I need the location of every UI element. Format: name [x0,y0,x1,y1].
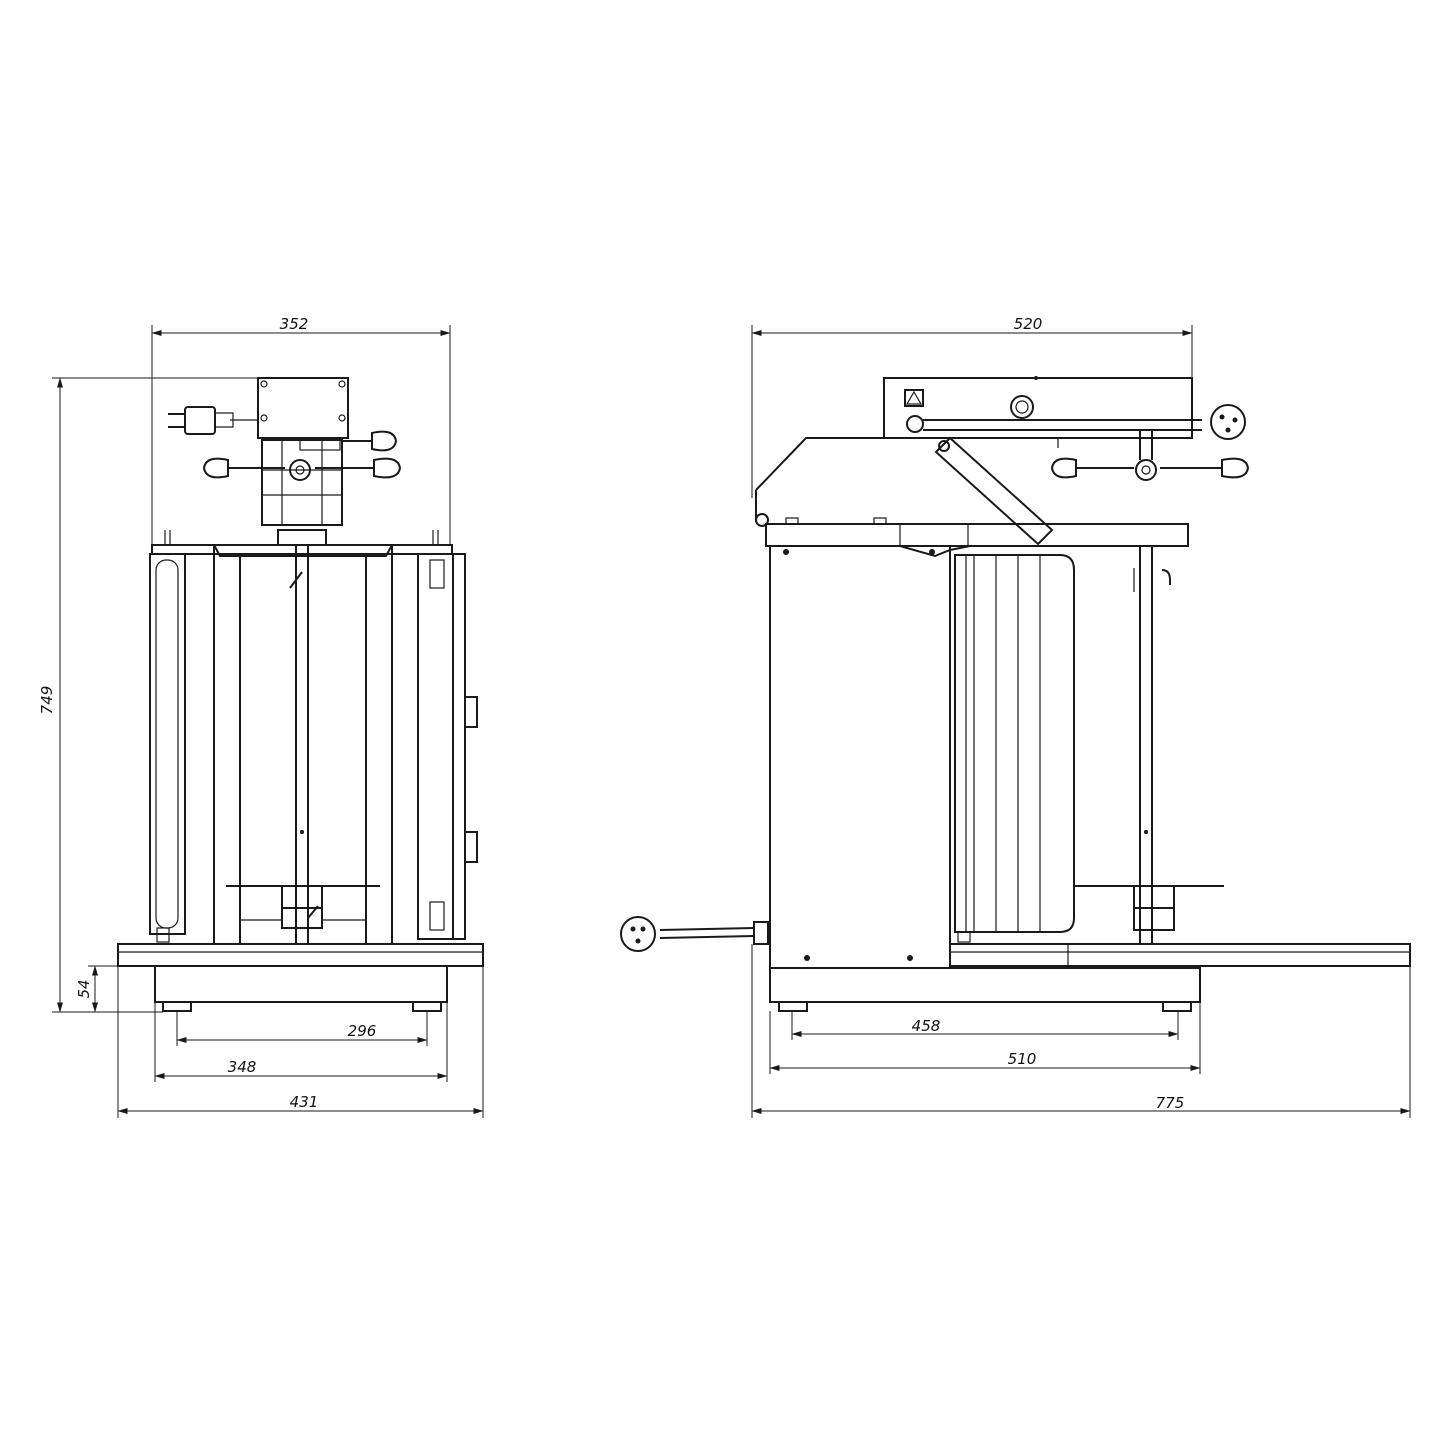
warning-sign-icon [904,389,924,407]
dimension-label: 431 [290,1093,319,1111]
plug-icon [168,406,258,435]
foot [162,1001,192,1012]
dimension-foot-height: 54 [75,965,155,1013]
base-tray [949,943,1411,967]
dimension-label: 296 [348,1022,377,1040]
heater-panel-left [149,553,186,943]
motor-housing-side [883,376,1202,439]
knob-icon [342,430,398,452]
dimension-height: 749 [38,377,258,1013]
plinth [769,967,1201,1003]
heater-panel-right [417,553,478,940]
motor-housing [257,377,349,451]
inner-frame [212,544,394,944]
top-plate [151,544,453,555]
knob-icon [1050,457,1134,479]
control-knob [464,696,478,728]
knob-icon [1160,457,1250,479]
dimension-overall-width: 431 [117,966,484,1118]
cabinet [769,545,971,969]
dimension-foot-spacing: 458 [791,1011,1179,1040]
spit-coupling-center [295,465,305,475]
dimension-label: 54 [75,979,93,998]
knob-icon [315,457,402,479]
spit-coupling [1135,459,1157,481]
dimension-overall-width: 775 [751,944,1411,1118]
hood [755,430,1140,527]
top-shelf [765,523,1189,547]
bottom-clamp [240,885,366,929]
dimension-label: 520 [1014,315,1043,333]
spit-rod-side [1133,546,1171,944]
drive-block [261,439,343,526]
switch-icon [906,415,924,433]
dimension-top-width: 352 [151,315,451,545]
support-arm [934,436,1054,546]
control-knob [464,831,478,863]
front-view: 352 749 54 296 348 [38,315,484,1118]
knob-icon [202,457,285,479]
foot [412,1001,442,1012]
side-view: 520 458 510 775 [620,315,1411,1118]
dimension-label: 458 [912,1017,941,1035]
foot [1162,1001,1192,1012]
dimension-base-width: 510 [769,1002,1201,1074]
dimension-label: 510 [1008,1050,1037,1068]
base-tray [117,943,484,967]
dimension-base-width: 348 [154,1002,448,1082]
dimension-foot-spacing: 296 [176,1011,428,1046]
plug-icon [620,916,769,952]
dimension-top-width: 520 [751,315,1193,498]
foot [778,1001,808,1012]
dimension-label: 749 [38,686,56,715]
spit-coupling [289,459,311,481]
bottom-clamp [1133,885,1175,931]
knob-icon [1210,404,1246,440]
plinth [154,965,448,1003]
spit-rod [277,529,327,944]
dimension-label: 352 [280,315,309,333]
heater-panel-side [954,554,1075,943]
dimension-label: 348 [228,1058,257,1076]
dimension-label: 775 [1156,1094,1185,1112]
